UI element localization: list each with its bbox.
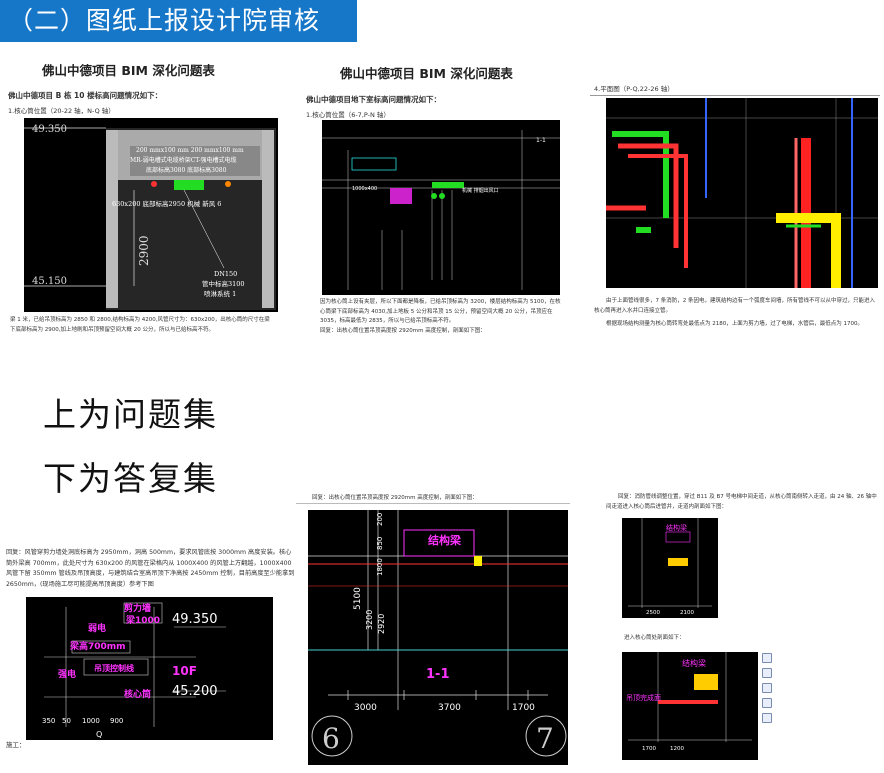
ans-left-e2: 45.200: [172, 684, 218, 699]
zoom-in-icon[interactable]: [762, 653, 772, 663]
ans-mid-v4: 200: [376, 513, 384, 526]
ans-mid-section: 1-1: [426, 667, 450, 682]
svg-text:1-1: 1-1: [536, 137, 546, 144]
ans-right1-d1: 2500: [646, 610, 660, 616]
cad-answer-right-1: 结构梁 2500 2100: [622, 518, 718, 618]
ans-left-d4: 900: [110, 717, 123, 725]
svg-text:机械 排烟出风口: 机械 排烟出风口: [462, 187, 499, 194]
ans-mid-v2: 3200: [365, 610, 374, 630]
ans-mid-v3: 2920: [377, 614, 386, 634]
ans-mid-d1: 3000: [354, 703, 377, 713]
divider-right: [590, 95, 880, 96]
ans-right1-beam: 结构梁: [666, 523, 687, 532]
ans-right2-d3: 1700: [642, 746, 656, 752]
cad-left-row1: 200 mmx100 mm 200 mmx100 mm: [136, 147, 244, 154]
ans-mid-axis6: 6: [322, 722, 340, 755]
heading-answers: 下为答复集: [43, 459, 218, 498]
doc-note-right: 由于上面管线很多，7 条消防，2 条因电，建筑结构边有一个弧度车间墙，所有管线不…: [594, 298, 875, 314]
ans-mid-v1: 5100: [353, 587, 363, 610]
cad-left-elev-bottom: 45.150: [32, 276, 67, 287]
edit-icon[interactable]: [762, 668, 772, 678]
cad-left-pipe1: DN150: [214, 270, 237, 278]
cad-drawing-left: 49.350 45.150 2900 200 mmx100 mm 200 mmx…: [24, 118, 278, 312]
ans-mid-v5: 850: [376, 537, 384, 550]
heading-questions: 上为问题集: [43, 395, 218, 434]
answer-footer-left: 施工：: [6, 741, 26, 749]
copy-icon[interactable]: [762, 698, 772, 708]
doc-item-left: 1.核心筒位置（20-22 轴，N-Q 轴）: [8, 107, 115, 115]
ans-mid-v6: 1800: [376, 558, 384, 576]
ans-left-d2: 50: [62, 717, 71, 725]
ans-left-floor: 10F: [172, 664, 197, 678]
ans-mid-d3: 1700: [512, 703, 535, 713]
ans-left-d1: 350: [42, 717, 55, 725]
doc-note-left: 梁 1 米，已给吊顶标高为 2850 和 2800,结构标高为 4200,风管尺…: [10, 317, 270, 333]
cad-left-pipe3: 喷淋系统 1: [204, 289, 236, 298]
doc-subtitle-mid: 佛山中德项目地下室标高问题情况如下：: [306, 95, 441, 104]
ans-left-weak: 弱电: [88, 622, 106, 634]
cad-left-elev-top: 49.350: [32, 124, 67, 135]
ans-mid-axis7: 7: [536, 722, 554, 755]
doc-item-mid: 1.核心筒位置（6-7,P-N 轴）: [306, 111, 390, 119]
cad-drawing-mid: 1-1 机械 排烟出风口 1000x400: [322, 120, 560, 295]
doc-note2-mid: 回复：出核心筒位置吊顶高度按 2920mm 高度控制，剖面如下图：: [320, 328, 486, 334]
answer-text-right: 回复：消防管线调整位置，穿过 B11 及 B7 号电梯中间走道，从核心筒南侧转入…: [606, 494, 877, 510]
ans-left-core: 核心筒: [124, 688, 151, 700]
cad-answer-left: 剪力墙 梁1000 弱电 梁高700mm 吊顶控制线 强电 核心筒 10F 49…: [26, 597, 273, 740]
ans-left-d3: 1000: [82, 717, 100, 725]
ans-right2-ceiling: 吊顶完成面: [626, 693, 661, 702]
ans-left-ceiling: 吊顶控制线: [94, 663, 134, 673]
cad-left-duct: 630x200 底部标高2950 机械 新风 6: [112, 199, 221, 208]
side-toolbar: [762, 653, 772, 728]
ans-mid-beam: 结构梁: [427, 533, 462, 547]
search-icon[interactable]: [762, 683, 772, 693]
doc-title-mid: 佛山中德项目 BIM 深化问题表: [340, 66, 513, 81]
cad-drawing-right: [606, 98, 878, 288]
answer-note-right: 进入核心筒处剖面如下：: [624, 635, 685, 641]
doc-item-right: 4.平面图（P-Q,22-26 轴）: [594, 85, 674, 93]
share-icon[interactable]: [762, 713, 772, 723]
doc-subtitle-left: 佛山中德项目 B 栋 10 楼标高问题情况如下：: [8, 91, 163, 100]
cad-answer-mid: 结构梁 1-1 3000 3700 1700 5100 3200 2920 20…: [308, 510, 568, 765]
cad-left-pipe2: 管中标高3100: [202, 279, 245, 288]
doc-title-left: 佛山中德项目 BIM 深化问题表: [42, 63, 215, 78]
ans-left-e1: 49.350: [172, 612, 218, 627]
ans-left-beam: 梁1000: [125, 614, 160, 626]
doc-note-mid: 因为核心筒上设有夹层，所以下面都是降板，已给吊顶标高为 3200，楼层结构标高为…: [320, 299, 561, 324]
ans-left-beamh: 梁高700mm: [69, 640, 126, 652]
ans-right1-d2: 2100: [680, 610, 694, 616]
cad-left-row3: 底部标高3080 底部标高3080: [146, 166, 227, 174]
ans-right2-d4: 1200: [670, 746, 684, 752]
ans-mid-d2: 3700: [438, 703, 461, 713]
ans-left-strong: 强电: [58, 668, 76, 680]
ans-right2-beam: 结构梁: [682, 658, 706, 668]
cad-left-row2: MR-弱电槽式电缆桥架CT-强电槽式电缆: [130, 156, 237, 164]
svg-text:1000x400: 1000x400: [352, 186, 377, 192]
answer-text-mid: 回复：出核心筒位置吊顶高度按 2920mm 高度控制，剖面如下图：: [312, 495, 478, 501]
doc-note2-right: 根据现场结构测量为核心筒转弯处最低点为 2180，上面为剪力墙，过了电梯，水管后…: [606, 321, 863, 327]
answer-text-left: 回复：风管穿剪力墙处洞底标高为 2950mm，洞高 500mm，要求风管底按 3…: [6, 549, 295, 588]
cad-left-dim: 2900: [137, 235, 151, 266]
cad-answer-right-2: 结构梁 吊顶完成面 1700 1200: [622, 652, 758, 760]
ans-left-wall: 剪力墙: [124, 602, 151, 614]
section-banner: （二）图纸上报设计院审核: [0, 0, 357, 42]
ans-left-q: Q: [96, 730, 102, 739]
divider-mid-top: [296, 503, 570, 504]
